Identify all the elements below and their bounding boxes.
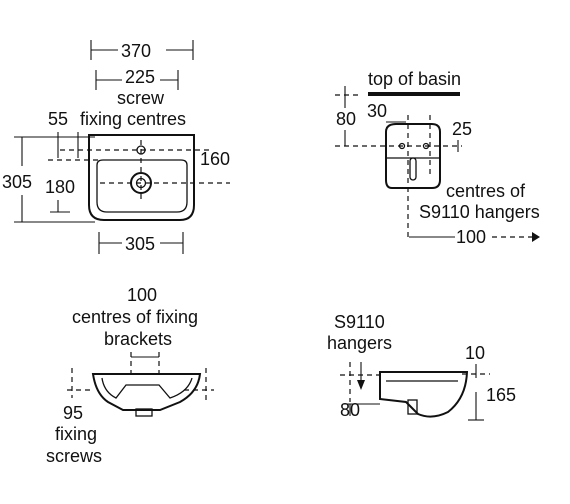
bracket-view: 100 centres of fixing brackets 95 fixing… xyxy=(46,285,214,466)
hanger-view: S9110 hangers 10 165 80 xyxy=(327,312,516,421)
front-view: 370 225 screw fixing centres 55 305 180 xyxy=(2,40,230,254)
bracket-title-line2: centres of fixing xyxy=(72,307,198,327)
screws-line2: screws xyxy=(46,446,102,466)
screw-centres-line2: fixing centres xyxy=(80,109,186,129)
top-of-basin-label: top of basin xyxy=(368,69,461,89)
hanger-title-line1: S9110 xyxy=(334,312,385,332)
hole-height-label: 160 xyxy=(200,149,230,169)
bowl-width-label: 305 xyxy=(125,234,155,254)
side-offset-vertical: 80 xyxy=(336,109,356,129)
screw-centres-line1: screw xyxy=(117,88,165,108)
screws-value: 95 xyxy=(63,403,83,423)
centres-label-line2: S9110 hangers xyxy=(419,202,540,222)
hanger-bottom-offset: 80 xyxy=(340,400,360,420)
hanger-depth-label: 165 xyxy=(486,385,516,405)
overall-width-label: 370 xyxy=(121,41,151,61)
side-offset-horizontal: 30 xyxy=(367,101,387,121)
hanger-title-line2: hangers xyxy=(327,333,392,353)
hanger-offset-label: 25 xyxy=(452,119,472,139)
bracket-title-line1: 100 xyxy=(127,285,157,305)
tap-height-label: 180 xyxy=(45,177,75,197)
screws-line1: fixing xyxy=(55,424,97,444)
centres-label-line1: centres of xyxy=(446,181,526,201)
left-offset-label: 55 xyxy=(48,109,68,129)
side-depth-label: 100 xyxy=(456,227,486,247)
screw-centres-value: 225 xyxy=(125,67,155,87)
overall-height-label: 305 xyxy=(2,172,32,192)
side-view: top of basin 80 30 25 centres of S9110 h… xyxy=(335,69,540,247)
bracket-title-line3: brackets xyxy=(104,329,172,349)
hanger-top-offset: 10 xyxy=(465,343,485,363)
